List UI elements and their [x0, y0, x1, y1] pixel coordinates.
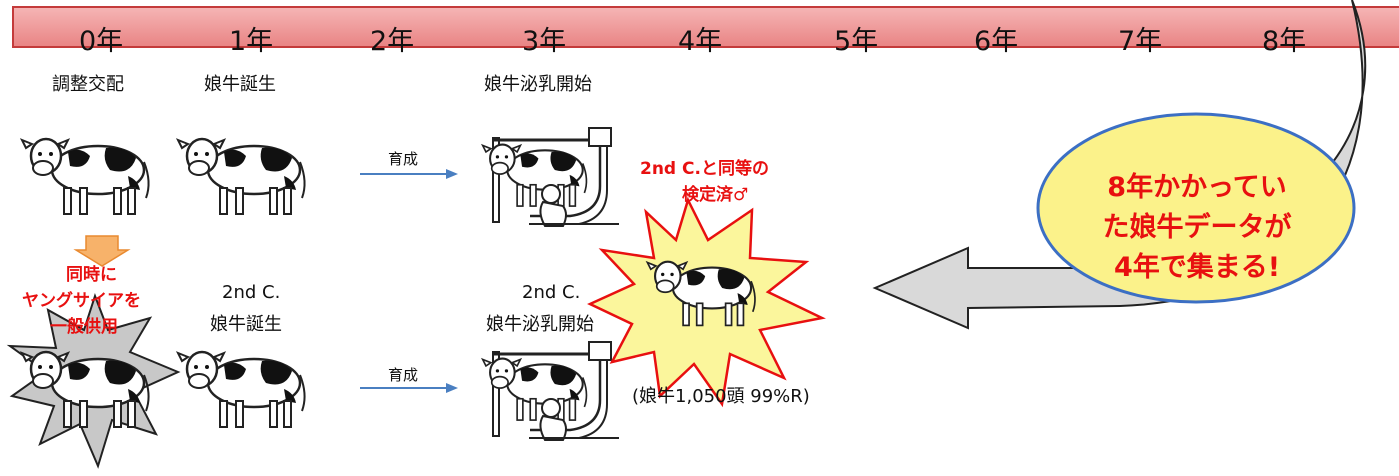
timeline-bar: 0年 1年 2年 3年 4年 5年 6年 7年 8年 [12, 6, 1399, 57]
proven-note-2: 検定済♂ [682, 185, 749, 205]
second-crop-lactation: 娘牛泌乳開始 [486, 314, 594, 335]
event-lactation-start: 娘牛泌乳開始 [484, 74, 592, 95]
bubble-line-2: た娘牛データが [1102, 212, 1292, 243]
proven-note-1: 2nd C.と同等の [640, 159, 769, 179]
growth-arrow-label-2: 育成 [388, 366, 419, 384]
year-label-5: 5年 [834, 26, 879, 57]
event-crossbreeding: 調整交配 [52, 74, 124, 95]
second-crop-label-3: 2nd C. [522, 282, 581, 303]
year-label-3: 3年 [522, 26, 567, 57]
bubble-line-3: 4年で集まる! [1113, 252, 1281, 283]
year-label-6: 6年 [974, 26, 1019, 57]
growth-arrow-label-1: 育成 [388, 150, 419, 168]
young-sire-note-2: ヤングサイアを [22, 291, 141, 311]
daughter-stats: (娘牛1,050頭 99%R) [632, 386, 810, 407]
year-label-0: 0年 [79, 26, 124, 57]
bubble-message: 8年かかってい た娘牛データが 4年で集まる! [1082, 168, 1312, 288]
event-daughter-birth: 娘牛誕生 [204, 74, 276, 95]
year-label-8: 8年 [1262, 26, 1307, 57]
second-crop-label-1: 2nd C. [222, 282, 281, 303]
young-sire-note-3: 一般供用 [50, 317, 118, 337]
second-crop-birth: 娘牛誕生 [210, 314, 282, 335]
year-label-7: 7年 [1118, 26, 1163, 57]
year-label-4: 4年 [678, 26, 723, 57]
bubble-line-1: 8年かかってい [1107, 172, 1287, 203]
young-sire-note-1: 同時に [66, 265, 117, 285]
year-label-2: 2年 [370, 26, 415, 57]
year-label-1: 1年 [229, 26, 274, 57]
